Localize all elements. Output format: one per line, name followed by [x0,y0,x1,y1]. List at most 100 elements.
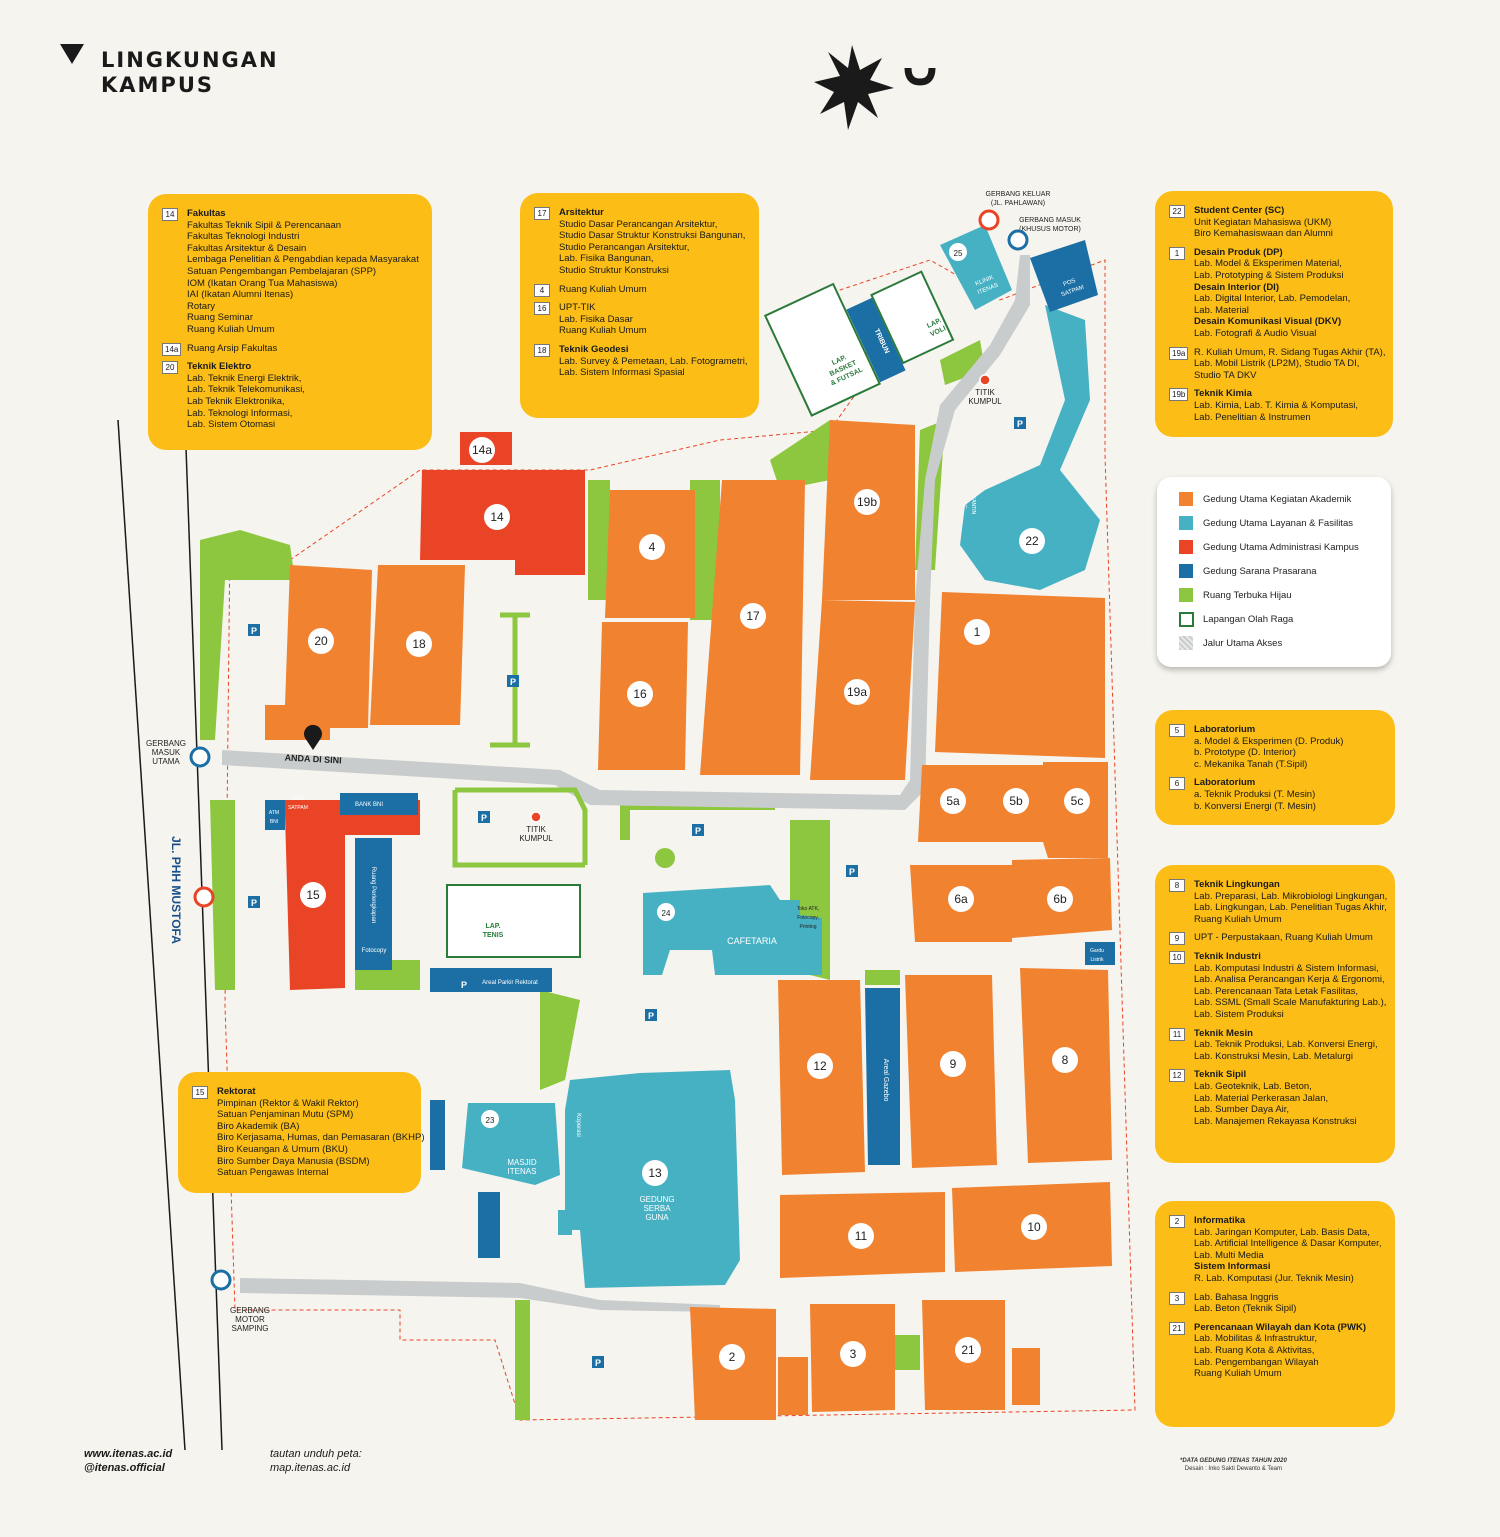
info-entry-title: Teknik Kimia [1194,388,1252,400]
building-25[interactable] [940,225,1012,310]
info-entry-line: Fakultas Teknologi Industri [187,231,300,243]
info-entry-line: IAI (Ikatan Alumni Itenas) [187,289,294,301]
legend-swatch [1179,492,1193,506]
koperasi-building[interactable] [566,1100,590,1150]
info-entry-number: 15 [192,1086,208,1099]
building-23-marker [481,1110,499,1128]
info-entry-number: 9 [1169,932,1185,946]
info-entry-text: R. Kuliah Umum, R. Sidang Tugas Akhir (T… [1194,347,1385,382]
gardu-listrik-building[interactable] [1085,942,1115,965]
info-entry-line: Lab. Teknologi Informasi, [187,407,293,419]
info-entry-line: Satuan Pengembangan Pembelajaran (SPP) [187,265,377,277]
building-12-marker [807,1053,833,1079]
info-entry-line: Lab. Pengembangan Wilayah [1194,1356,1319,1368]
info-entry-line: b. Konversi Energi (T. Mesin) [1194,800,1316,812]
building-14a-number: 14a [472,443,492,457]
green-topright [770,420,830,490]
info-entry-number: 19a [1169,346,1189,360]
building-14-marker [484,504,510,530]
info-entry-line: Lab. Jaringan Komputer, Lab. Basis Data, [1194,1226,1370,1238]
green-21-side [895,1335,920,1370]
info-entry-line: Lab. Multi Media [1194,1249,1264,1261]
green-circle [655,848,675,868]
building-22-marker [1019,528,1045,554]
building-1[interactable] [935,592,1105,758]
atm-bni-building[interactable] [265,800,285,830]
building-1-number: 1 [974,625,981,639]
info-entry-line: b. Prototype (D. Interior) [1194,747,1296,759]
info-entry-line: Lab. Material Perkerasan Jalan, [1194,1092,1329,1104]
info-entry-line: c. Mekanika Tanah (T.Sipil) [1194,758,1308,770]
info-entry-line: Lab. Manajemen Rekayasa Konstruksi [1194,1115,1357,1127]
building-21-number: 21 [961,1343,975,1357]
gedung-serba-guna-side[interactable] [558,1210,572,1235]
info-entry-line: a. Teknik Produksi (T. Mesin) [1194,788,1316,800]
info-entry-line: Rotary [187,300,215,312]
tribun-building [846,297,906,383]
legend-label: Jalur Utama Akses [1203,638,1283,649]
small-block-2[interactable] [778,1357,808,1415]
info-entry-line: Studio Dasar Struktur Konstruksi Banguna… [559,230,746,242]
green-near-17 [690,480,720,620]
info-entry-text: Desain Komunikasi Visual (DKV)Lab. Fotog… [1194,316,1341,339]
building-19a-number: 19a [847,685,867,699]
info-entry-line: Lab. Perencanaan Tata Letak Fasilitas, [1194,985,1359,997]
legend-swatch [1179,564,1193,578]
info-entry-title: Teknik Mesin [1194,1027,1253,1039]
legend-label: Lapangan Olah Raga [1203,614,1294,625]
info-entry-number: 10 [1169,951,1185,964]
legend-swatch [1179,516,1193,530]
road-left-line [117,419,186,1451]
green-bottom-mid [540,990,580,1090]
building-11-marker [848,1223,874,1249]
info-entry-line: Lab. Sumber Daya Air, [1194,1104,1290,1116]
info-entry-title: Arsitektur [559,207,604,218]
building-24[interactable] [643,885,822,975]
ruang-perlengkapan-building[interactable] [355,838,392,970]
building-19b-marker [854,489,880,515]
building-15[interactable] [280,800,420,990]
info-entry-title: Student Center (SC) [1194,205,1285,216]
parking-sign-3-letter: P [481,813,487,823]
bank-bni-building[interactable] [340,793,418,815]
info-entry-line: Lab. Teknik Produksi, Lab. Konversi Ener… [1194,1039,1378,1051]
building-22[interactable] [960,305,1100,590]
parking-sign-9 [1014,417,1026,429]
parking-sign-9-letter: P [1017,419,1023,429]
info-entry-line: Studio Struktur Konstruksi [559,264,669,276]
info-entry-number: 18 [534,344,550,357]
info-entry-line: Lab. Prototyping & Sistem Produksi [1194,269,1344,281]
info-entry-line: Lab. Artificial Intelligence & Dasar Kom… [1194,1238,1382,1250]
footer-download-url[interactable]: map.itenas.ac.id [270,1462,351,1474]
parking-sign-2 [507,675,519,687]
info-entry-line: R. Kuliah Umum, R. Sidang Tugas Akhir (T… [1194,346,1386,358]
info-entry-number: 16 [534,302,550,316]
info-entry-text: Ruang Kuliah Umum [559,284,647,296]
mosque-side-building[interactable] [430,1100,445,1170]
info-entry-title: Fakultas [187,208,226,219]
pos-satpam-gate[interactable] [1030,240,1098,312]
parking-sign-3 [478,811,490,823]
areal-gazebo-building[interactable] [865,988,900,1165]
page-title: LINGKUNGAN KAMPUS [101,48,279,97]
mosque-bottom-building[interactable] [478,1192,500,1258]
gate-icon-2 [193,886,215,908]
footer-instagram[interactable]: @itenas.official [84,1462,165,1474]
building-24-marker [657,903,675,921]
small-block-21[interactable] [1012,1348,1040,1405]
info-entry-title: Laboratorium [1194,724,1256,735]
info-entry-line: Studio Perancangan Arsitektur, [559,241,690,253]
building-5a-number: 5a [946,794,960,808]
building-24-number: 24 [662,909,671,918]
footer-website[interactable]: www.itenas.ac.id [84,1448,173,1460]
building-11-number: 11 [855,1229,868,1243]
